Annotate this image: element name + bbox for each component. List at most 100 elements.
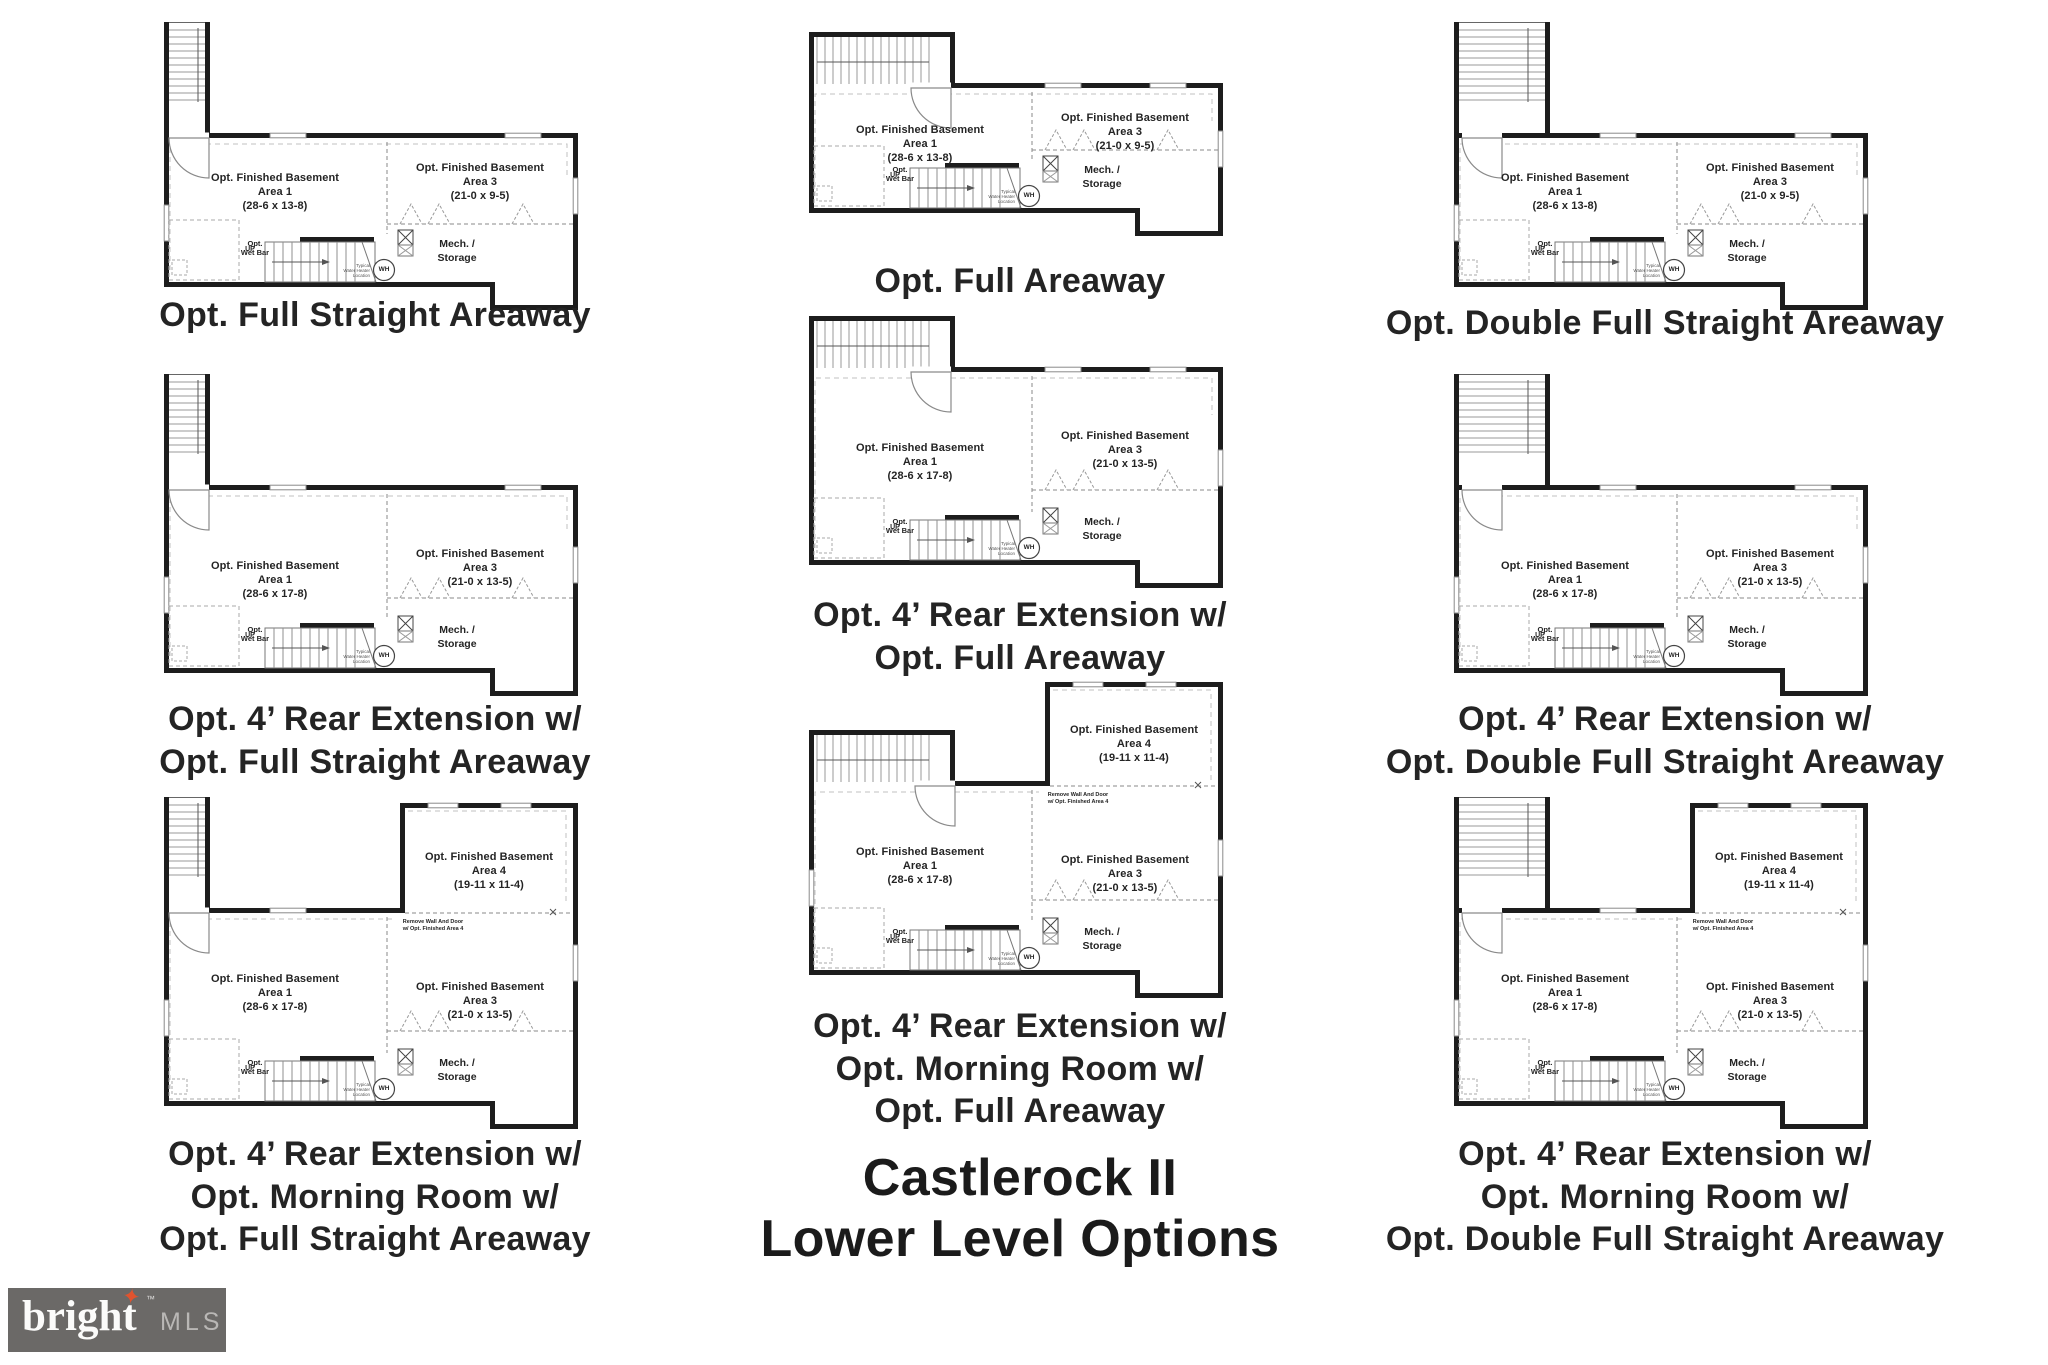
stair-up-label: UP (245, 632, 255, 639)
window-icon (163, 999, 170, 1037)
room-label-mech-storage: Mech. /Storage (1727, 1057, 1767, 1083)
stair-up-label: UP (1535, 1065, 1545, 1072)
window-icon (1794, 484, 1832, 491)
window-icon (500, 802, 532, 809)
window-icon (1453, 576, 1460, 614)
floor-plan-drawing (808, 681, 1224, 998)
floor-plan-drawing (163, 21, 579, 310)
window-icon (163, 204, 170, 242)
door-swing-icon (168, 906, 210, 954)
window-icon (504, 132, 542, 139)
window-icon (1862, 546, 1869, 584)
room-label-wet-bar: Opt.Wet Bar (1530, 239, 1560, 257)
window-icon (1217, 839, 1224, 877)
window-icon (269, 484, 307, 491)
room-label-wet-bar: Opt.Wet Bar (240, 625, 270, 643)
window-icon (269, 132, 307, 139)
window-icon (572, 944, 579, 982)
window-icon (1862, 944, 1869, 982)
door-swing-icon (910, 81, 952, 129)
floor-plan-drawing (808, 31, 1224, 236)
stair-up-label: UP (890, 934, 900, 941)
water-heater-label: WH (1668, 1085, 1680, 1092)
stair-up-label: UP (245, 1065, 255, 1072)
plan-caption: Opt. 4’ Rear Extension w/Opt. Morning Ro… (159, 1135, 591, 1258)
exterior-stair-icon (808, 729, 956, 787)
plan-caption: Opt. 4’ Rear Extension w/Opt. Full Areaw… (813, 596, 1227, 677)
window-icon (1149, 82, 1187, 89)
door-swing-icon (910, 365, 952, 413)
floor-plan-drawing (163, 796, 579, 1129)
stair-up-label: UP (1535, 246, 1545, 253)
room-label-wet-bar: Opt.Wet Bar (885, 927, 915, 945)
water-heater-label: WH (378, 1085, 390, 1092)
window-icon (572, 546, 579, 584)
room-label-wet-bar: Opt.Wet Bar (1530, 1058, 1560, 1076)
floor-plan-drawing (1453, 796, 1869, 1129)
plan-caption: Opt. 4’ Rear Extension w/Opt. Full Strai… (159, 700, 591, 781)
window-icon (1145, 681, 1177, 688)
stair-up-label: UP (1535, 632, 1545, 639)
plan-caption: Opt. 4’ Rear Extension w/Opt. Morning Ro… (813, 1007, 1227, 1130)
window-icon (269, 907, 307, 914)
window-icon (1453, 999, 1460, 1037)
plan-caption: Opt. Full Straight Areaway (159, 296, 591, 334)
water-heater-label: WH (1023, 192, 1035, 199)
window-icon (1790, 802, 1822, 809)
room-label-mech-storage: Mech. /Storage (1082, 164, 1122, 190)
exterior-stair-icon (1453, 796, 1551, 914)
bright-mls-logo: bright ✦ ™ MLS (8, 1283, 226, 1352)
room-label-mech-storage: Mech. /Storage (1727, 238, 1767, 264)
logo-brand-text: bright (22, 1293, 137, 1340)
room-label-mech-storage: Mech. /Storage (1082, 926, 1122, 952)
plan-caption: Opt. Double Full Straight Areaway (1385, 304, 1945, 342)
room-label-wet-bar: Opt.Wet Bar (240, 1058, 270, 1076)
exterior-stair-icon (163, 21, 211, 139)
window-icon (1217, 130, 1224, 168)
window-icon (1217, 449, 1224, 487)
window-icon (163, 576, 170, 614)
exterior-stair-icon (808, 31, 956, 89)
door-swing-icon (1461, 483, 1503, 531)
water-heater-label: WH (1668, 652, 1680, 659)
window-icon (1717, 802, 1749, 809)
room-label-wet-bar: Opt.Wet Bar (1530, 625, 1560, 643)
room-label-wet-bar: Opt.Wet Bar (885, 517, 915, 535)
door-swing-icon (914, 779, 956, 827)
window-icon (1862, 177, 1869, 215)
window-icon (427, 802, 459, 809)
water-heater-label: WH (1023, 544, 1035, 551)
logo-star-icon: ✦ (120, 1282, 143, 1311)
window-icon (504, 484, 542, 491)
floor-plan-drawing (163, 373, 579, 696)
stair-up-label: UP (245, 246, 255, 253)
